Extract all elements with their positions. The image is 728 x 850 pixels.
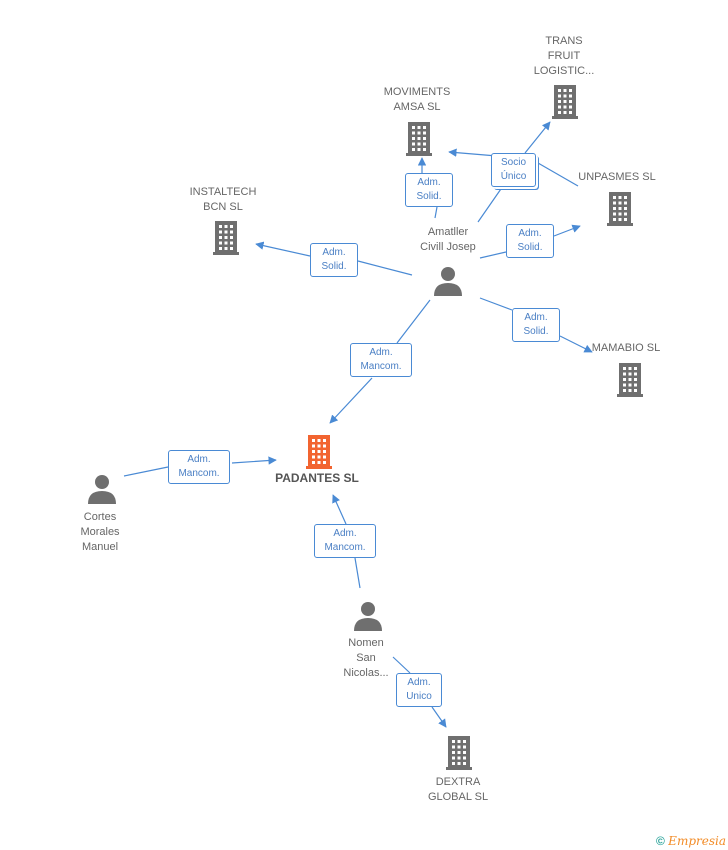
person-icon-amatller[interactable] bbox=[434, 267, 462, 296]
company-label-trans[interactable]: TRANS FRUIT LOGISTIC... bbox=[533, 35, 595, 77]
person-icon-cortes[interactable] bbox=[88, 475, 116, 504]
edge-socio-unpasmes bbox=[537, 162, 579, 187]
relation-amatller-moviments[interactable]: Adm. Solid. bbox=[405, 173, 453, 207]
edge-amatller-unpasmes bbox=[479, 226, 580, 259]
relation-amatller-unpasmes[interactable]: Adm. Solid. bbox=[506, 224, 554, 258]
company-label-moviments[interactable]: MOVIMENTS AMSA SL bbox=[383, 86, 451, 113]
person-label-amatller[interactable]: Amatller Civill Josep bbox=[420, 226, 476, 253]
brand-logo-text: mpresia bbox=[676, 834, 726, 848]
edge-amatller-mamabio bbox=[479, 297, 592, 352]
company-label-mamabio[interactable]: MAMABIO SL bbox=[591, 342, 661, 354]
building-icon-instaltech[interactable] bbox=[213, 221, 239, 255]
person-icon-nomen[interactable] bbox=[354, 602, 382, 631]
edge-amatller-trans bbox=[477, 122, 550, 223]
company-label-dextra[interactable]: DEXTRA GLOBAL SL bbox=[427, 776, 489, 803]
building-icon-moviments[interactable] bbox=[406, 122, 432, 156]
building-icon-padantes[interactable] bbox=[306, 435, 332, 469]
building-icon-dextra[interactable] bbox=[446, 736, 472, 770]
person-label-cortes[interactable]: Cortes Morales Manuel bbox=[80, 511, 120, 553]
main-company-label[interactable]: PADANTES SL bbox=[275, 471, 359, 485]
person-label-nomen[interactable]: Nomen San Nicolas... bbox=[343, 637, 389, 679]
relation-nomen-padantes[interactable]: Adm. Mancom. bbox=[314, 524, 376, 558]
brand-logo-initial: E bbox=[668, 834, 677, 848]
brand-footer: © Empresia bbox=[656, 834, 726, 848]
edge-nomen-dextra bbox=[392, 656, 446, 727]
edge-cortes-padantes bbox=[123, 460, 276, 477]
relation-amatller-mamabio[interactable]: Adm. Solid. bbox=[512, 308, 560, 342]
company-label-unpasmes[interactable]: UNPASMES SL bbox=[578, 171, 656, 183]
edge-amatller-padantes bbox=[330, 299, 431, 423]
relation-amatller-trans[interactable]: Socio Único bbox=[491, 153, 536, 187]
relation-nomen-dextra[interactable]: Adm. Unico bbox=[396, 673, 442, 707]
relation-amatller-padantes[interactable]: Adm. Mancom. bbox=[350, 343, 412, 377]
relation-amatller-instaltech[interactable]: Adm. Solid. bbox=[310, 243, 358, 277]
relation-cortes-padantes[interactable]: Adm. Mancom. bbox=[168, 450, 230, 484]
edge-nomen-padantes bbox=[333, 495, 361, 589]
company-label-instaltech[interactable]: INSTALTECH BCN SL bbox=[189, 186, 257, 213]
edge-amatller-trans-b bbox=[448, 148, 498, 157]
building-icon-unpasmes[interactable] bbox=[607, 192, 633, 226]
copyright-icon: © bbox=[655, 834, 665, 848]
edge-amatller-moviments bbox=[422, 158, 438, 219]
building-icon-mamabio[interactable] bbox=[617, 363, 643, 397]
building-icon-trans[interactable] bbox=[552, 85, 578, 119]
edge-amatller-instaltech bbox=[256, 244, 413, 276]
